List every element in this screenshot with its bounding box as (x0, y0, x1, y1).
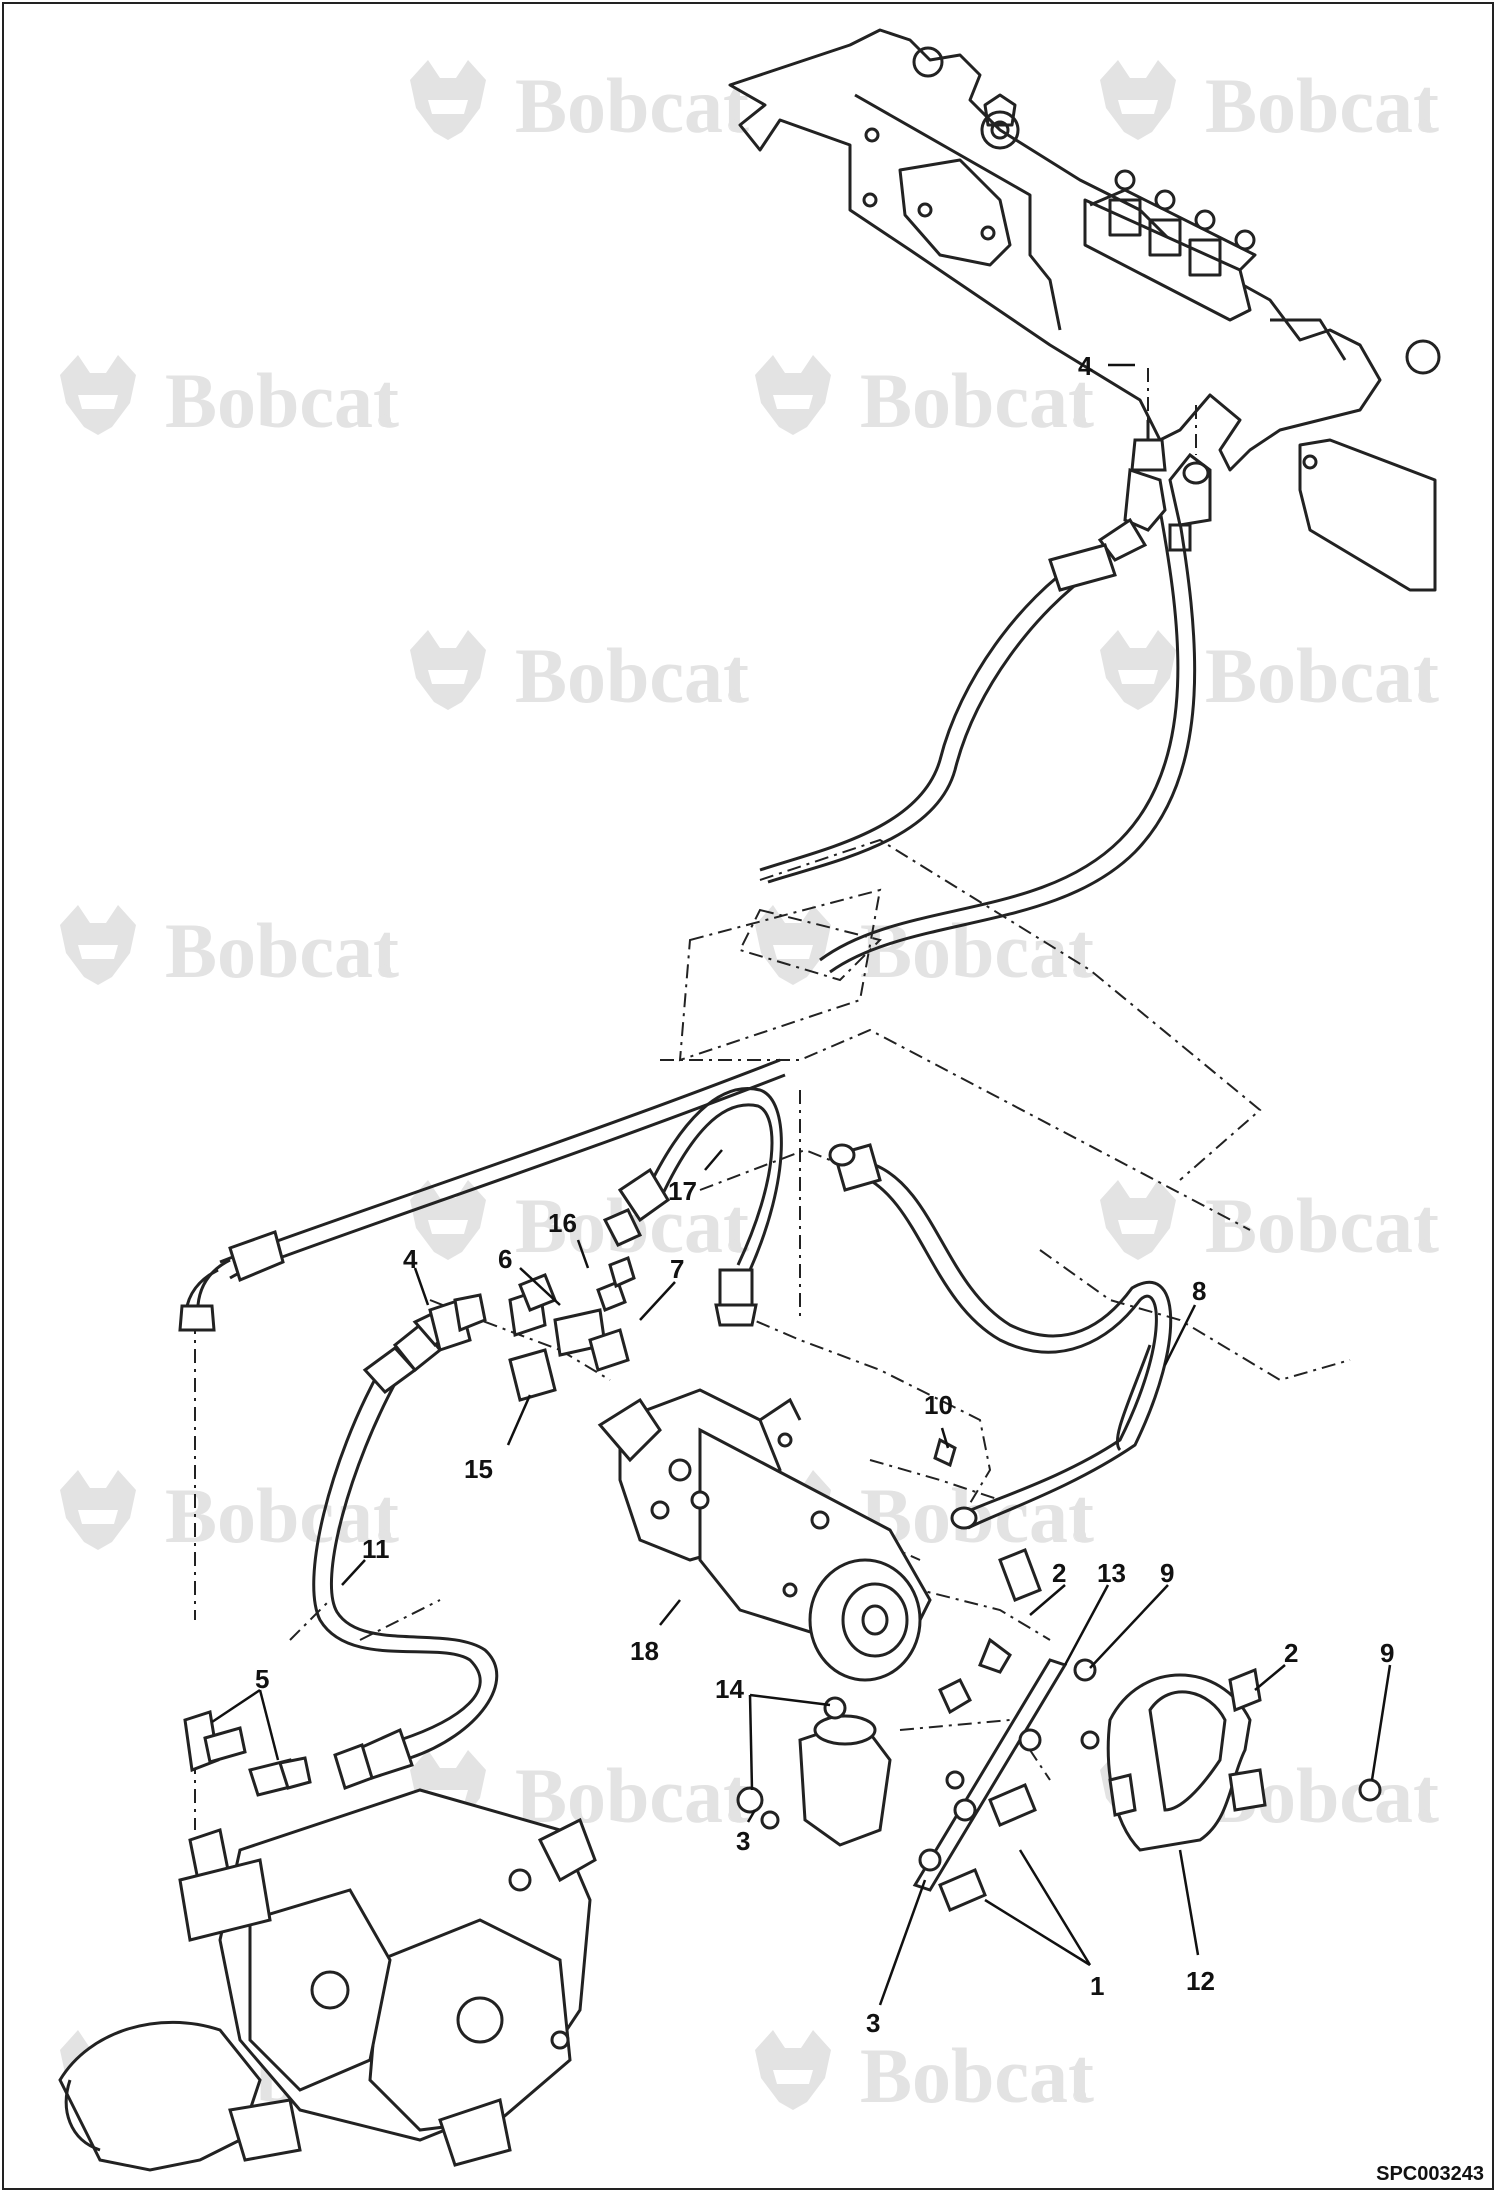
callout-label: 5 (255, 1664, 269, 1694)
fittings-cluster (428, 1256, 957, 1468)
tee-fittings-5 (183, 1710, 312, 1797)
callout-label: 2 (1284, 1638, 1298, 1668)
svg-text:®: ® (1073, 961, 1086, 981)
starter-motor-18 (597, 1388, 932, 1682)
watermark: Bobcat® (1100, 1180, 1439, 1269)
watermark: Bobcat® (1100, 60, 1439, 149)
callout-label: 18 (630, 1636, 659, 1666)
svg-text:®: ® (1073, 411, 1086, 431)
svg-text:®: ® (378, 961, 391, 981)
svg-text:®: ® (728, 1806, 741, 1826)
svg-text:®: ® (1418, 686, 1431, 706)
hose-11 (312, 1308, 499, 1790)
watermark: Bobcat® (60, 905, 399, 994)
svg-text:®: ® (728, 686, 741, 706)
watermark: Bobcat® (410, 1750, 749, 1839)
callout-label: 9 (1160, 1558, 1174, 1588)
svg-text:®: ® (728, 1236, 741, 1256)
watermark: Bobcat® (60, 1470, 399, 1559)
hose-17 (602, 1087, 783, 1327)
callout-label: 4 (403, 1244, 418, 1274)
figure-code: SPC003243 (1376, 2163, 1484, 2185)
svg-text:®: ® (1418, 1236, 1431, 1256)
callout-label: 8 (1192, 1276, 1206, 1306)
callout-label: 3 (736, 1826, 750, 1856)
svg-text:Bobcat: Bobcat (860, 907, 1094, 994)
svg-text:Bobcat: Bobcat (860, 2032, 1094, 2119)
watermark: Bobcat® (1100, 630, 1439, 719)
callout-label: 4 (1078, 351, 1093, 381)
callout-label: 7 (670, 1254, 684, 1284)
callout-label: 15 (464, 1454, 493, 1484)
watermark: Bobcat® (755, 355, 1094, 444)
callout-labels: 4 17 16 6 7 4 15 10 8 11 18 2 13 9 2 9 5… (255, 351, 1394, 2038)
callout-label: 12 (1186, 1966, 1215, 1996)
callout-label: 14 (715, 1674, 744, 1704)
callout-label: 6 (498, 1244, 512, 1274)
svg-text:Bobcat: Bobcat (515, 62, 749, 149)
svg-text:®: ® (378, 411, 391, 431)
callout-pointers (211, 363, 1392, 2006)
svg-text:Bobcat: Bobcat (1205, 1182, 1439, 1269)
clamp-12 (1080, 1667, 1382, 1852)
hydraulic-pump (58, 1788, 597, 2172)
watermark: Bobcat® (410, 630, 749, 719)
callout-label: 10 (924, 1390, 953, 1420)
callout-label: 9 (1380, 1638, 1394, 1668)
svg-text:Bobcat: Bobcat (165, 357, 399, 444)
callout-label: 13 (1097, 1558, 1126, 1588)
watermark: Bobcat® (410, 60, 749, 149)
watermark: Bobcat® (755, 2030, 1094, 2119)
svg-text:Bobcat: Bobcat (515, 1752, 749, 1839)
svg-text:Bobcat: Bobcat (860, 357, 1094, 444)
svg-text:®: ® (1073, 1526, 1086, 1546)
svg-text:®: ® (1418, 1806, 1431, 1826)
svg-text:Bobcat: Bobcat (515, 632, 749, 719)
callout-label: 1 (1090, 1971, 1104, 2001)
svg-text:Bobcat: Bobcat (165, 1472, 399, 1559)
callout-label: 2 (1052, 1558, 1066, 1588)
valve-mounting-bracket (728, 28, 1441, 592)
svg-text:®: ® (728, 116, 741, 136)
callout-label: 17 (668, 1176, 697, 1206)
callout-label: 11 (362, 1534, 390, 1564)
callout-label: 3 (866, 2008, 880, 2038)
pump-supply-hose (178, 1058, 786, 1332)
svg-text:Bobcat: Bobcat (1205, 632, 1439, 719)
upper-hoses (759, 420, 1212, 974)
svg-text:®: ® (1418, 116, 1431, 136)
hose-8 (828, 1143, 1173, 1530)
svg-text:Bobcat: Bobcat (165, 907, 399, 994)
callout-label: 16 (548, 1208, 577, 1238)
solenoid-and-bracket (736, 1548, 1097, 1912)
svg-text:Bobcat: Bobcat (1205, 62, 1439, 149)
svg-text:®: ® (378, 1526, 391, 1546)
watermark: Bobcat® (60, 355, 399, 444)
svg-text:®: ® (1073, 2086, 1086, 2106)
